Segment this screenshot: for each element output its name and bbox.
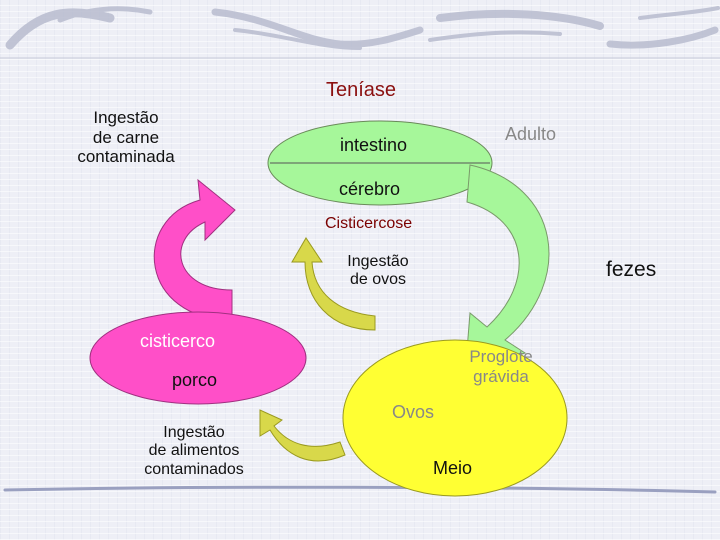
olive-arrow-upper	[291, 237, 376, 331]
host-ellipse	[267, 120, 493, 206]
label-meio: Meio	[433, 458, 473, 478]
label-proglote: Proglote grávida	[458, 347, 544, 386]
green-curved-arrow	[464, 164, 550, 376]
environment-ellipse	[342, 339, 568, 497]
label-line: grávida	[473, 366, 529, 386]
label-line: de carne	[92, 127, 160, 147]
label-line: de ovos	[349, 271, 407, 289]
olive-arrow-lower	[259, 409, 346, 462]
label-cisticercose: Cisticercose	[325, 215, 413, 232]
magenta-curved-arrow	[153, 178, 236, 321]
decorative-header-strokes	[5, 6, 720, 50]
label-line: Proglote	[469, 347, 533, 366]
label-line: contaminada	[77, 147, 175, 167]
label-ingestao-ovos: Ingestão de ovos	[333, 253, 423, 290]
label-cerebro: cérebro	[339, 179, 401, 199]
page-title: Teníase	[326, 79, 397, 101]
label-line: Ingestão	[93, 108, 159, 127]
label-porco: porco	[172, 370, 218, 390]
pig-ellipse	[89, 311, 307, 405]
label-cisticerco: cisticerco	[140, 331, 216, 351]
label-intestino: intestino	[340, 135, 408, 155]
label-fezes: fezes	[606, 258, 657, 281]
label-adulto: Adulto	[505, 124, 557, 144]
label-line: de alimentos	[148, 442, 240, 460]
label-ingestao-carne: Ingestão de carne contaminada	[66, 108, 186, 167]
label-line: Ingestão	[163, 424, 225, 441]
label-line: Ingestão	[347, 253, 409, 270]
label-ingestao-alimentos: Ingestão de alimentos contaminados	[132, 424, 256, 479]
decorative-footer-stroke	[3, 485, 717, 494]
label-line: contaminados	[144, 460, 244, 478]
label-ovos: Ovos	[392, 402, 435, 422]
